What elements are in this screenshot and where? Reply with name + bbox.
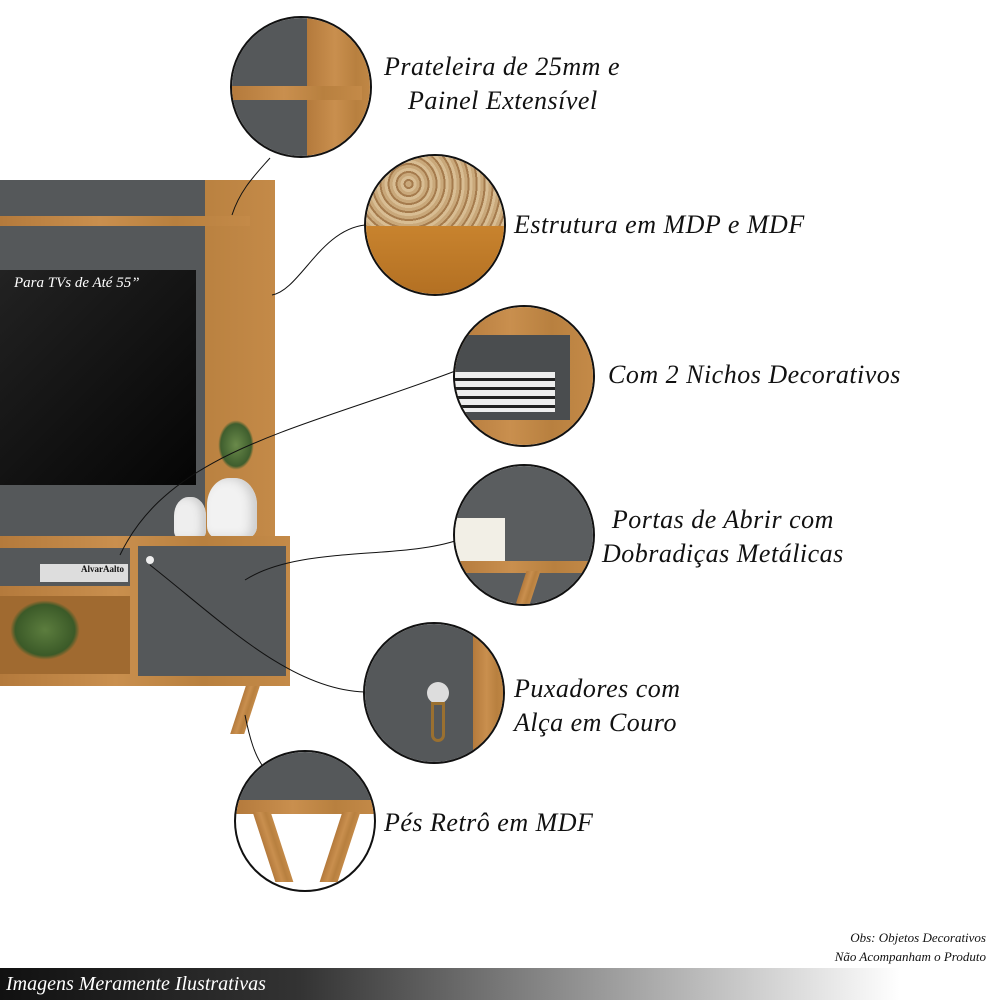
- feature-label-shelf: Prateleira de 25mm e Painel Extensível: [384, 50, 620, 118]
- footer-band: Imagens Meramente Ilustrativas: [0, 968, 1000, 1000]
- feature-label-doors: Portas de Abrir com Dobradiças Metálicas: [602, 503, 844, 571]
- rack-base: [0, 676, 290, 686]
- leather-handle-detail-icon: [363, 622, 505, 764]
- label-line: Prateleira de 25mm e: [384, 52, 621, 81]
- material-texture-icon: [364, 154, 506, 296]
- feature-label-structure: Estrutura em MDP e MDF: [514, 210, 805, 239]
- feature-label-feet: Pés Retrô em MDF: [384, 808, 594, 837]
- feature-label-niches: Com 2 Nichos Decorativos: [608, 360, 901, 389]
- vase-decoration: [207, 478, 257, 538]
- cabinet-door[interactable]: [138, 546, 286, 676]
- label-line: Alça em Couro: [514, 708, 677, 737]
- tv-screen: Para TVs de Até 55”: [0, 270, 196, 485]
- niche: AlvarAalto: [0, 548, 130, 586]
- door-handle[interactable]: [146, 556, 154, 564]
- plant-decoration: [10, 600, 80, 660]
- plant-decoration: [218, 420, 254, 470]
- tv-size-label: Para TVs de Até 55”: [14, 275, 140, 291]
- obs-line: Não Acompanham o Produto: [834, 949, 986, 964]
- footer-disclaimer: Imagens Meramente Ilustrativas: [6, 973, 266, 995]
- niche-detail-icon: [453, 305, 595, 447]
- label-line: Painel Extensível: [408, 86, 598, 115]
- book: AlvarAalto: [40, 564, 128, 582]
- feature-label-handles: Puxadores com Alça em Couro: [514, 672, 681, 740]
- retro-feet-detail-icon: [234, 750, 376, 892]
- label-line: Dobradiças Metálicas: [602, 539, 844, 568]
- door-hinge-detail-icon: [453, 464, 595, 606]
- obs-line: Obs: Objetos Decorativos: [850, 930, 986, 945]
- label-line: Portas de Abrir com: [611, 505, 834, 534]
- label-line: Puxadores com: [514, 674, 681, 703]
- shelf-detail-icon: [230, 16, 372, 158]
- top-shelf: [0, 216, 250, 226]
- obs-note: Obs: Objetos Decorativos Não Acompanham …: [835, 928, 986, 966]
- vase-decoration: [174, 497, 206, 539]
